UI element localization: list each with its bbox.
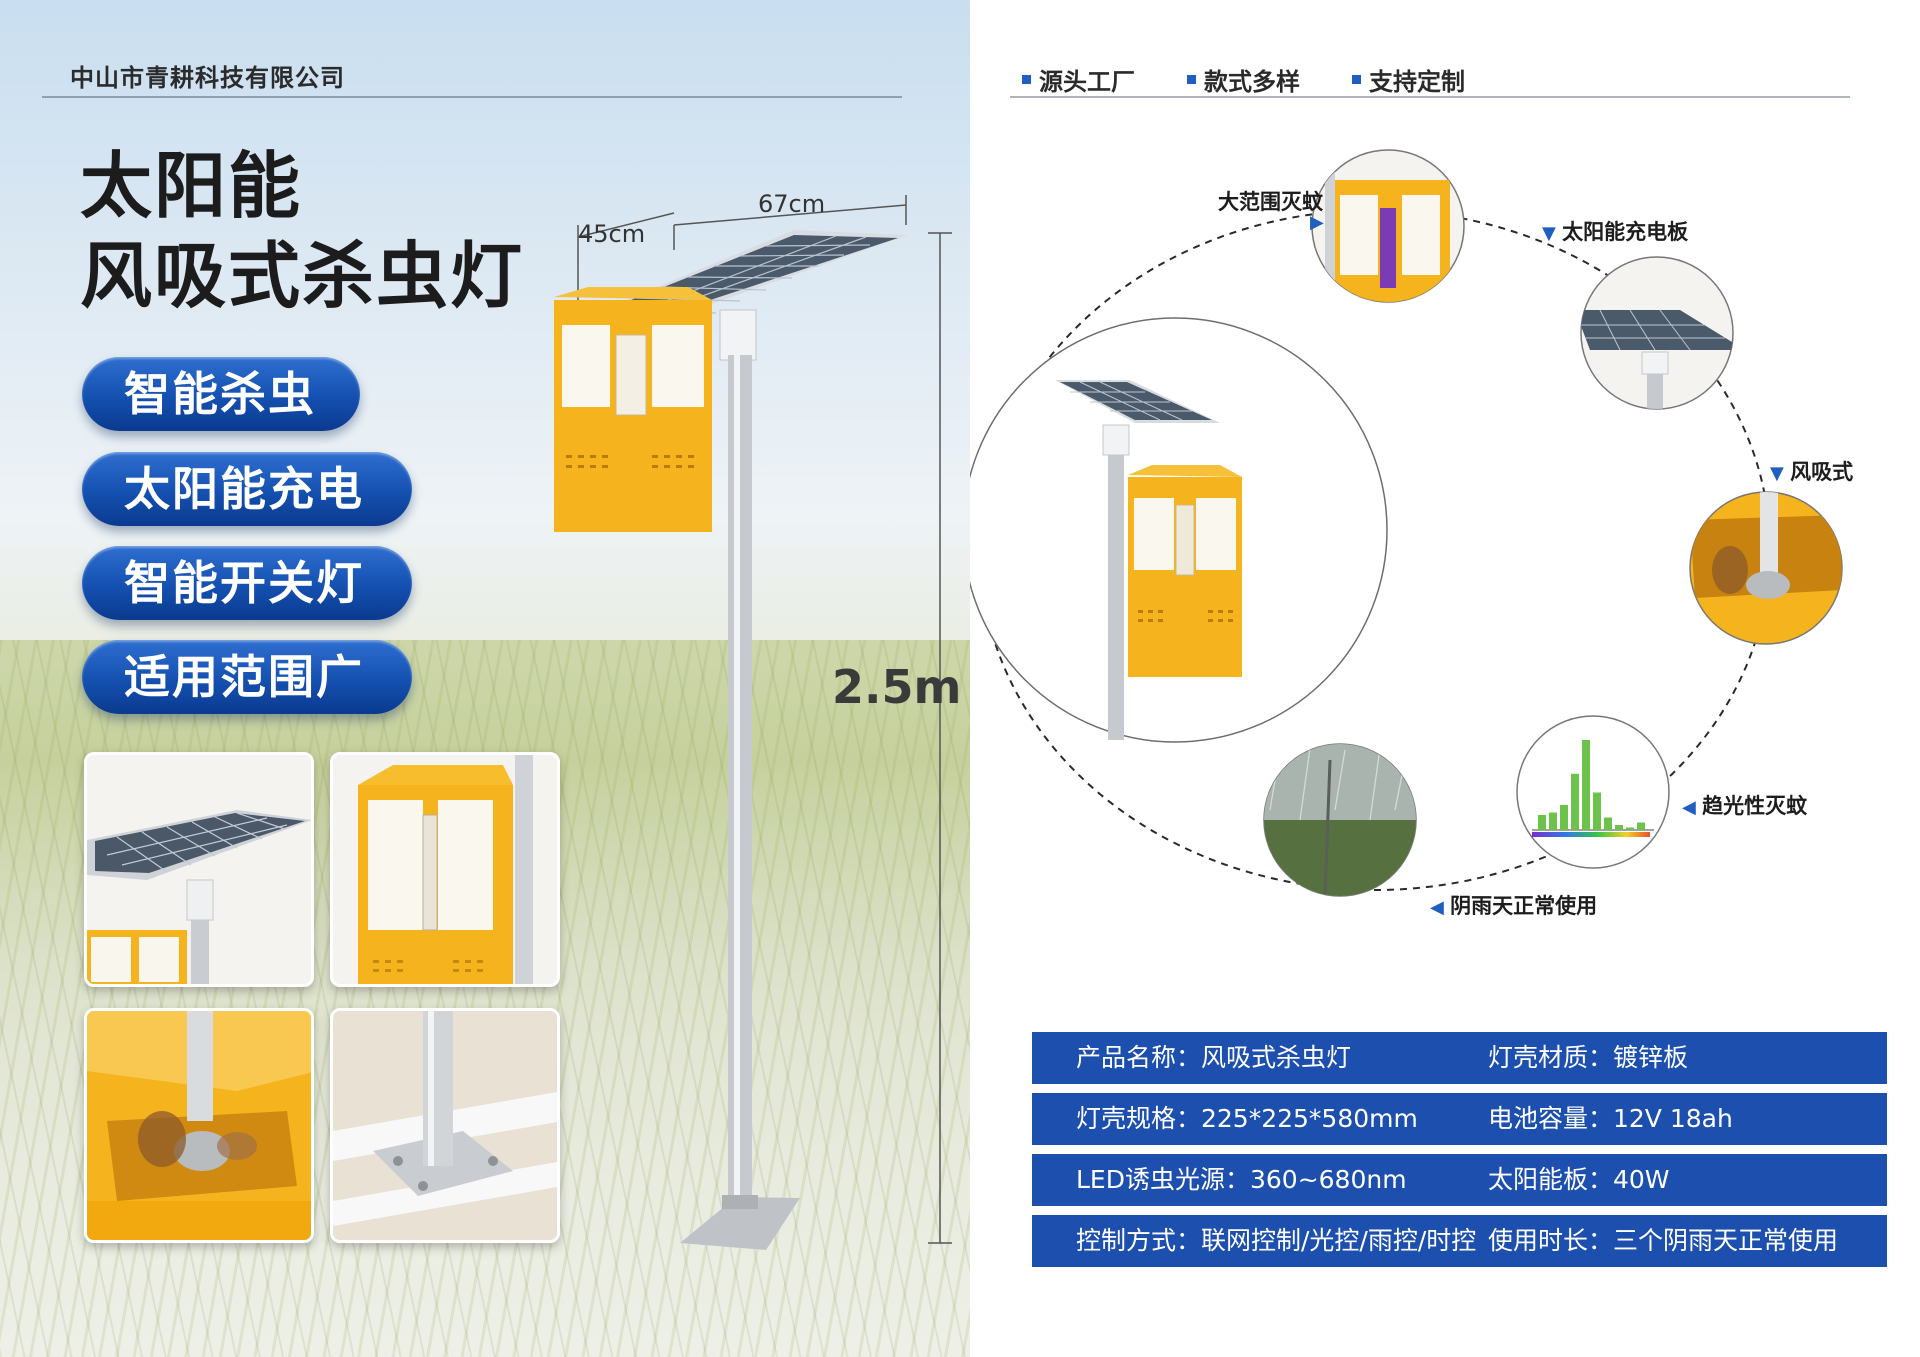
spectrum-bar — [1637, 822, 1645, 830]
detail-circle-light-spectrum-chart — [1516, 715, 1670, 869]
feature-tag-custom: 支持定制 — [1352, 62, 1465, 97]
dimension-height-label: 2.5m — [832, 660, 962, 714]
spectrum-bar — [1604, 817, 1612, 830]
thumbnail-fan-basket — [84, 1008, 314, 1243]
detail-circle-wind-suction — [1689, 491, 1843, 645]
right-page: 源头工厂 款式多样 支持定制 — [970, 0, 1920, 1357]
feature-pill-wide-range: 适用范围广 — [82, 640, 412, 714]
spectrum-bar — [1560, 805, 1568, 830]
product-main-illustration — [554, 195, 952, 1250]
triangle-pointer-icon: ▼ — [1542, 223, 1563, 244]
feature-pill-solar-charge: 太阳能充电 — [82, 452, 412, 526]
feature-pill-smart-kill: 智能杀虫 — [82, 357, 360, 431]
spec-led-light-source: LED诱虫光源：360~680nm — [1076, 1165, 1407, 1194]
detail-circle-solar-panel — [1580, 256, 1734, 410]
spec-shell-material: 灯壳材质：镀锌板 — [1488, 1043, 1689, 1072]
spectrum-bar — [1571, 773, 1579, 830]
spec-row: 控制方式：联网控制/光控/雨控/时控 使用时长：三个阴雨天正常使用 — [1032, 1215, 1887, 1267]
thumbnail-pole-base — [330, 1008, 560, 1243]
spectrum-bar — [1626, 827, 1634, 830]
feature-pill-smart-switch: 智能开关灯 — [82, 546, 412, 620]
triangle-pointer-icon: ◀ — [1430, 897, 1451, 918]
spec-control-mode: 控制方式：联网控制/光控/雨控/时控 — [1076, 1226, 1477, 1255]
dimension-length-label: 67cm — [758, 190, 826, 218]
spectrum-bar — [1549, 812, 1557, 830]
spec-row: 灯壳规格：225*225*580mm 电池容量：12V 18ah — [1032, 1093, 1887, 1145]
thumbnail-lamp-housing — [330, 752, 560, 987]
spec-table: 产品名称：风吸式杀虫灯 灯壳材质：镀锌板 灯壳规格：225*225*580mm … — [1032, 1032, 1887, 1276]
callout-super-light: ◀ 趋光性灭蚊 — [1682, 794, 1808, 818]
spectrum-bar — [1538, 815, 1546, 830]
feature-circle-diagram — [970, 149, 1843, 897]
header-divider — [42, 96, 902, 98]
thumbnail-solar-panel — [84, 752, 314, 987]
callout-wide-range: 大范围灭蚊 — [1218, 190, 1323, 214]
feature-tag-factory: 源头工厂 — [1022, 62, 1135, 97]
center-product-drawing — [1055, 380, 1242, 740]
bullet-square-icon — [1187, 75, 1196, 84]
spec-shell-size: 灯壳规格：225*225*580mm — [1076, 1104, 1418, 1133]
company-name: 中山市青耕科技有限公司 — [70, 64, 345, 92]
header-divider — [1010, 96, 1850, 98]
feature-tag-styles: 款式多样 — [1187, 62, 1300, 97]
dimension-width-label: 45cm — [578, 220, 646, 248]
spec-row: 产品名称：风吸式杀虫灯 灯壳材质：镀锌板 — [1032, 1032, 1887, 1084]
spec-product-name: 产品名称：风吸式杀虫灯 — [1076, 1043, 1352, 1072]
spec-solar-panel-power: 太阳能板：40W — [1488, 1165, 1670, 1194]
detail-circle-rainy-day — [1263, 743, 1417, 897]
left-page: 中山市青耕科技有限公司 太阳能 风吸式杀虫灯 智能杀虫 太阳能充电 智能开关灯 … — [0, 0, 970, 1357]
callout-rainy-day: ◀ 阴雨天正常使用 — [1430, 894, 1598, 918]
triangle-pointer-icon: ▶ — [1310, 212, 1324, 233]
spectrum-bar — [1582, 740, 1590, 830]
spec-row: LED诱虫光源：360~680nm 太阳能板：40W — [1032, 1154, 1887, 1206]
spectrum-bars-group — [1532, 740, 1654, 831]
callout-solar-panel: ▼ 太阳能充电板 — [1542, 220, 1689, 244]
spectrum-bar — [1593, 792, 1601, 830]
feature-tag-row: 源头工厂 款式多样 支持定制 — [1022, 62, 1465, 97]
callout-wind-suction: ▼ 风吸式 — [1770, 460, 1854, 484]
spec-battery-capacity: 电池容量：12V 18ah — [1488, 1104, 1733, 1133]
bullet-square-icon — [1022, 75, 1031, 84]
spectrum-bar — [1615, 825, 1623, 830]
triangle-pointer-icon: ◀ — [1682, 797, 1703, 818]
bullet-square-icon — [1352, 75, 1361, 84]
triangle-pointer-icon: ▼ — [1770, 463, 1791, 484]
detail-circle-lamp — [1311, 149, 1465, 303]
product-title-line1: 太阳能 — [80, 144, 303, 228]
product-title-line2: 风吸式杀虫灯 — [80, 234, 525, 318]
spec-usage-duration: 使用时长：三个阴雨天正常使用 — [1488, 1226, 1839, 1255]
